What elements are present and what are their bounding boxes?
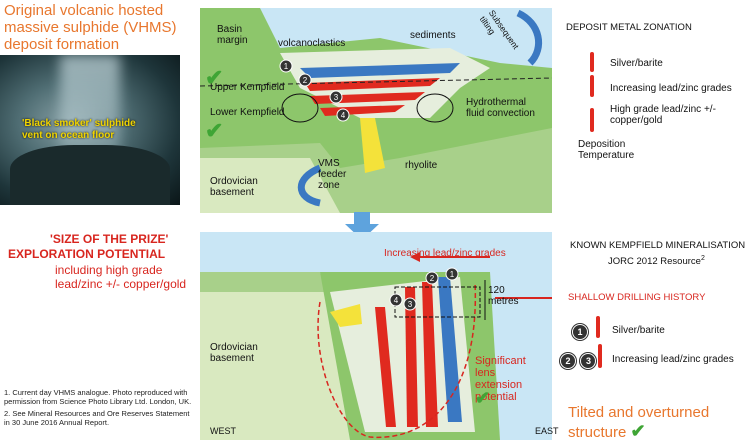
volcanoclastics-label: volcanoclastics: [278, 38, 346, 49]
bottom-marker-4-label: 4: [394, 296, 399, 305]
ordovician-top-label: Ordovician basement: [210, 176, 258, 198]
feeder-zone: [360, 118, 385, 173]
vent-rock: [10, 145, 170, 205]
legend-marker-3: 3: [580, 353, 597, 369]
bottom-marker-3: [403, 297, 417, 311]
bottom-cross-section: 1 2 3 4: [200, 232, 552, 440]
bottom-marker-3-label: 3: [408, 300, 413, 309]
hydrothermal-label: Hydrothermal fluid convection: [466, 97, 535, 119]
marker-2-label: 2: [303, 76, 308, 85]
extension-check-icon: ✔: [475, 388, 491, 408]
left-green-band: [200, 272, 325, 292]
marker-1: [279, 59, 293, 73]
known-mineralisation-label: KNOWN KEMPFIELD MINERALISATION: [570, 240, 746, 251]
black-smoker-photo: [0, 55, 180, 205]
ordovician-bottom-block: [200, 292, 350, 440]
footnote-1: 1. Current day VHMS analogue. Photo repr…: [4, 388, 192, 406]
photo-caption: 'Black smoker' sulphide vent on ocean fl…: [22, 118, 136, 141]
upper-check-icon: ✔: [205, 65, 224, 90]
lower-kempfield-label: Lower Kempfield: [210, 107, 285, 118]
extension-boundary: [317, 281, 477, 439]
zonation-title: DEPOSIT METAL ZONATION: [566, 22, 692, 33]
bottom-marker-2: [425, 271, 439, 285]
rhyolite-label: rhyolite: [405, 160, 438, 171]
marker-2: [298, 73, 312, 87]
known-resource-box: [394, 286, 481, 318]
legend-marker-2: 2: [560, 353, 576, 369]
ordovician-bottom-label: Ordovician basement: [210, 342, 258, 364]
page-title: Original volcanic hosted massive sulphid…: [4, 2, 177, 53]
convection-loop-left: [281, 93, 319, 123]
legend-silver-text: Silver/barite: [612, 325, 665, 336]
deposition-temperature-label: Deposition Temperature: [578, 139, 635, 161]
marker-3-label: 3: [334, 93, 339, 102]
top-cross-section: 1 2 3 4: [200, 8, 552, 213]
zonation-item-2: Increasing lead/zinc grades: [610, 83, 732, 94]
tilted-check-icon: ✔: [630, 421, 646, 441]
down-arrow-icon: [345, 212, 379, 240]
vms-feeder-label: VMS feeder zone: [318, 158, 347, 191]
legend-thermometer-1-icon: [596, 316, 600, 338]
tilted-ore-band-2: [405, 287, 418, 427]
prize-line-2: EXPLORATION POTENTIAL: [8, 247, 166, 261]
tilted-ore-band-1: [422, 282, 438, 427]
marker-4-label: 4: [341, 111, 346, 120]
ore-band-1: [305, 78, 440, 91]
tilted-ore-band-3: [375, 307, 396, 427]
marker-4: [336, 108, 350, 122]
thermometer-1-icon: [590, 52, 594, 72]
bottom-marker-1-label: 1: [450, 270, 455, 279]
legend-marker-1: 1: [572, 324, 588, 340]
zonation-item-1: Silver/barite: [610, 58, 663, 69]
top-markers: 1 2 3 4: [279, 59, 350, 122]
footnote-2: 2. See Mineral Resources and Ore Reserve…: [4, 409, 190, 427]
basin-margin-label: Basin margin: [217, 24, 248, 46]
increasing-grades-label: Increasing lead/zinc grades: [384, 248, 506, 259]
significant-extension-label: Significant lens extension potential: [475, 355, 526, 403]
bottom-marker-1: [445, 267, 459, 281]
upper-kempfield-label: Upper Kempfield: [210, 82, 285, 93]
marker-3: [329, 90, 343, 104]
thermometer-3-icon: [590, 108, 594, 132]
legend-thermometer-2-icon: [598, 344, 602, 368]
convection-loop-right: [416, 93, 454, 123]
zonation-item-3: High grade lead/zinc +/- copper/gold: [610, 104, 716, 126]
legend-increasing-markers: 2 3: [560, 351, 597, 369]
tilt-arrow: [516, 9, 542, 66]
kempfield-divider: [200, 77, 552, 87]
footnotes: 1. Current day VHMS analogue. Photo repr…: [4, 388, 194, 430]
shallow-drilling-label: SHALLOW DRILLING HISTORY: [568, 292, 706, 303]
tilted-feeder-zone: [330, 304, 362, 327]
legend-silver-marker: 1: [572, 322, 588, 340]
bottom-markers: 1 2 3 4: [389, 267, 459, 311]
increasing-arrowhead: [410, 252, 420, 262]
jorc-label: JORC 2012 Resource2: [608, 255, 705, 268]
east-label: EAST: [535, 426, 559, 436]
feeder-arrow: [297, 164, 322, 207]
marker-1-label: 1: [284, 62, 289, 71]
tilted-lens-host: [330, 277, 475, 432]
lower-check-icon: ✔: [205, 118, 224, 143]
legend-increasing-text: Increasing lead/zinc grades: [612, 354, 734, 365]
thermometer-2-icon: [590, 75, 594, 97]
sediments-label: sediments: [410, 30, 456, 41]
prize-line-3: including high grade lead/zinc +/- coppe…: [55, 263, 187, 291]
silver-barite-band: [300, 63, 460, 78]
tilted-silver-band: [438, 277, 462, 422]
tilted-structure-label: Tilted and overturned structure ✔: [568, 404, 710, 441]
west-label: WEST: [210, 426, 236, 436]
prize-line-1: 'SIZE OF THE PRIZE': [50, 232, 169, 246]
metres-label: 120 metres: [488, 285, 519, 307]
bottom-marker-4: [389, 293, 403, 307]
bottom-marker-2-label: 2: [430, 274, 435, 283]
